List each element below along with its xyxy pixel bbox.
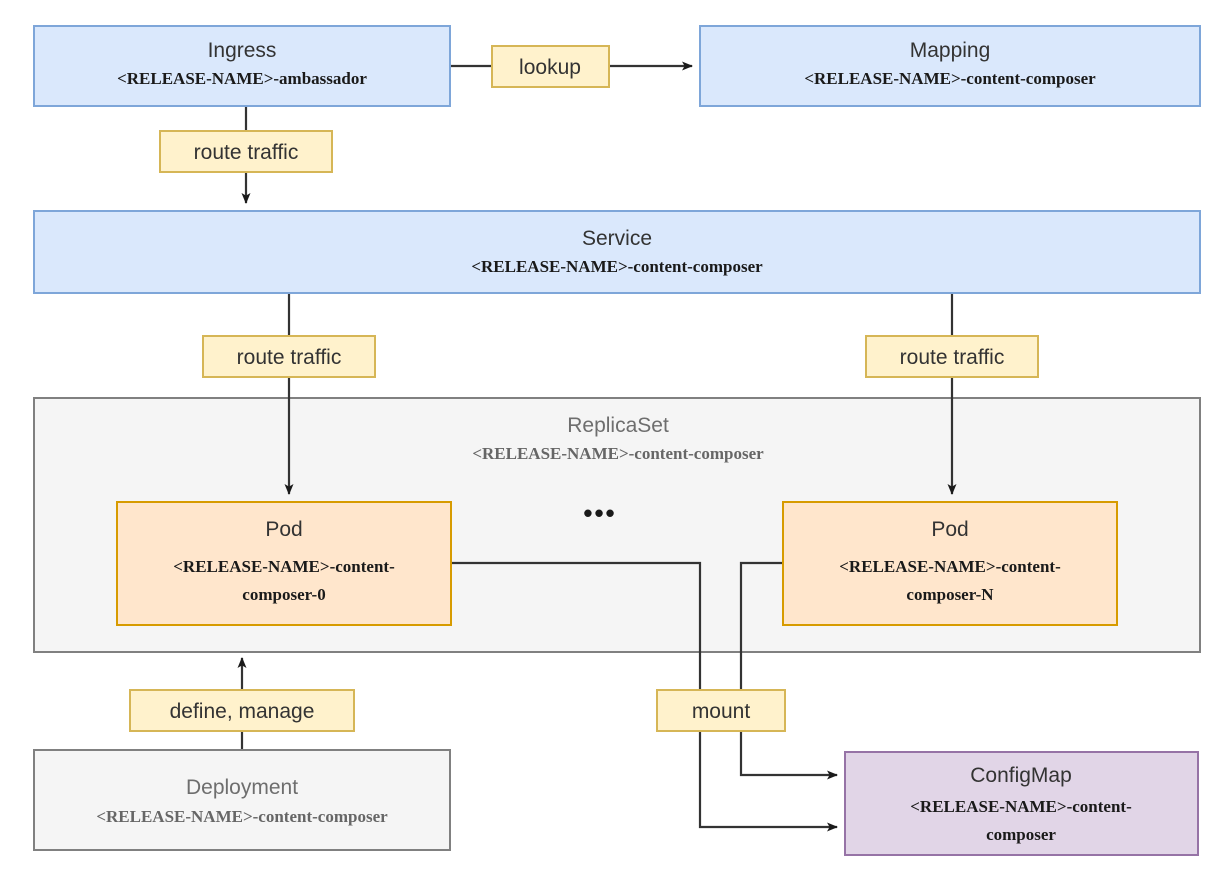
edge-label-lookup-text: lookup (519, 56, 581, 79)
pod-last-subtitle-line1: <RELEASE-NAME>-content- (839, 557, 1061, 576)
pod-last-title: Pod (931, 518, 968, 541)
replicaset-title: ReplicaSet (567, 414, 669, 437)
service-title: Service (582, 227, 652, 250)
node-ingress[interactable]: Ingress <RELEASE-NAME>-ambassador (33, 25, 451, 107)
configmap-subtitle-line2: composer (986, 825, 1056, 844)
edge-label-define-manage-text: define, manage (170, 700, 315, 723)
node-configmap[interactable]: ConfigMap <RELEASE-NAME>-content- compos… (844, 751, 1199, 856)
edge-label-route-traffic-right[interactable]: route traffic (865, 335, 1039, 378)
pod-ellipsis-icon: ••• (583, 498, 616, 528)
edge-pod-first-to-configmap-seg1 (451, 561, 702, 690)
configmap-subtitle-line1: <RELEASE-NAME>-content- (910, 797, 1132, 816)
edge-pod-first-to-configmap-seg2 (698, 731, 838, 832)
edge-label-mount[interactable]: mount (656, 689, 786, 732)
pod-first-subtitle-line2: composer-0 (242, 585, 325, 604)
edge-label-route-traffic-left-text: route traffic (237, 346, 342, 369)
mapping-title: Mapping (910, 39, 991, 62)
node-pod-last[interactable]: Pod <RELEASE-NAME>-content- composer-N (782, 501, 1118, 626)
service-subtitle: <RELEASE-NAME>-content-composer (471, 257, 763, 276)
edge-pod-last-to-configmap-seg1 (739, 561, 783, 690)
edge-pod-last-to-configmap-seg2 (739, 731, 838, 780)
node-mapping[interactable]: Mapping <RELEASE-NAME>-content-composer (699, 25, 1201, 107)
replicaset-subtitle: <RELEASE-NAME>-content-composer (472, 444, 764, 463)
edge-label-route-traffic-ingress[interactable]: route traffic (159, 130, 333, 173)
node-deployment[interactable]: Deployment <RELEASE-NAME>-content-compos… (33, 749, 451, 851)
ingress-subtitle: <RELEASE-NAME>-ambassador (117, 69, 367, 88)
configmap-title: ConfigMap (970, 764, 1072, 787)
edge-label-define-manage[interactable]: define, manage (129, 689, 355, 732)
edge-label-route-traffic-left[interactable]: route traffic (202, 335, 376, 378)
ingress-title: Ingress (208, 39, 277, 62)
deployment-title: Deployment (186, 776, 298, 799)
edge-label-route-traffic-right-text: route traffic (900, 346, 1005, 369)
node-service[interactable]: Service <RELEASE-NAME>-content-composer (33, 210, 1201, 294)
node-pod-first[interactable]: Pod <RELEASE-NAME>-content- composer-0 (116, 501, 452, 626)
pod-first-title: Pod (265, 518, 302, 541)
edge-label-mount-text: mount (692, 700, 751, 723)
pod-first-subtitle-line1: <RELEASE-NAME>-content- (173, 557, 395, 576)
mapping-subtitle: <RELEASE-NAME>-content-composer (804, 69, 1096, 88)
pod-last-subtitle-line2: composer-N (906, 585, 994, 604)
edge-label-route-traffic-ingress-text: route traffic (194, 141, 299, 164)
deployment-subtitle: <RELEASE-NAME>-content-composer (96, 807, 388, 826)
edge-label-lookup[interactable]: lookup (491, 45, 610, 88)
